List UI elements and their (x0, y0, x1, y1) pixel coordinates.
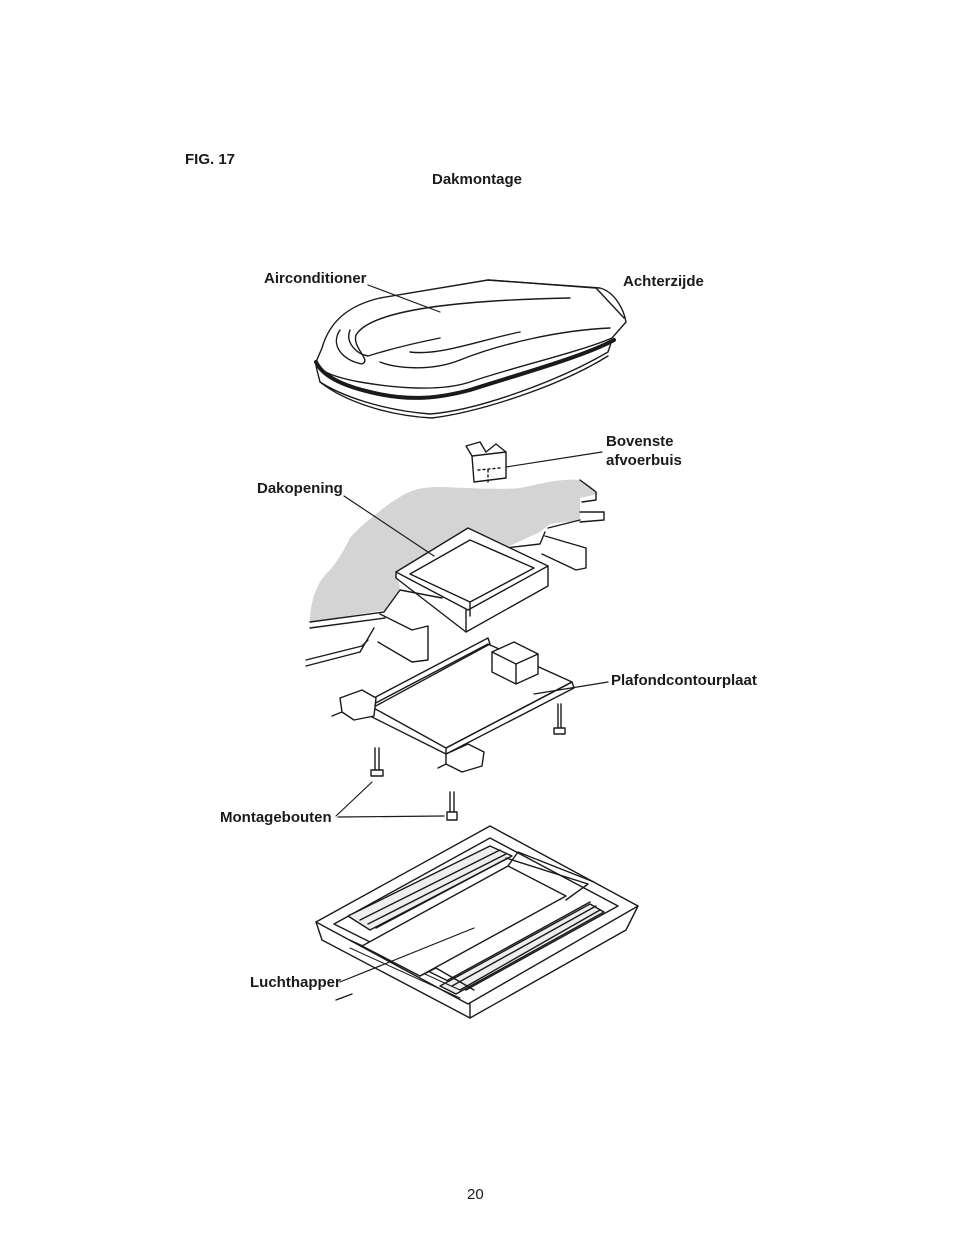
figure-title: Dakmontage (432, 171, 523, 188)
air-conditioner-unit (314, 279, 627, 419)
leader-lines (335, 284, 609, 983)
roof-section (305, 479, 605, 667)
label-back-side: Achterzijde (623, 273, 704, 290)
label-air-grille: Luchthapper (250, 974, 341, 991)
page-number: 20 (467, 1186, 484, 1203)
ceiling-contour-plate (331, 637, 575, 773)
air-grille (315, 825, 639, 1019)
label-upper-drain: Bovenste afvoerbuis (606, 433, 682, 469)
mounting-bolts (370, 747, 458, 821)
label-roof-opening: Dakopening (257, 480, 343, 497)
label-mounting-bolts: Montagebouten (220, 809, 332, 826)
figure-number: FIG. 17 (185, 151, 236, 168)
label-air-conditioner: Airconditioner (264, 270, 367, 287)
upper-drain-tube (465, 441, 507, 483)
label-ceiling-plate: Plafondcontourplaat (611, 672, 757, 689)
